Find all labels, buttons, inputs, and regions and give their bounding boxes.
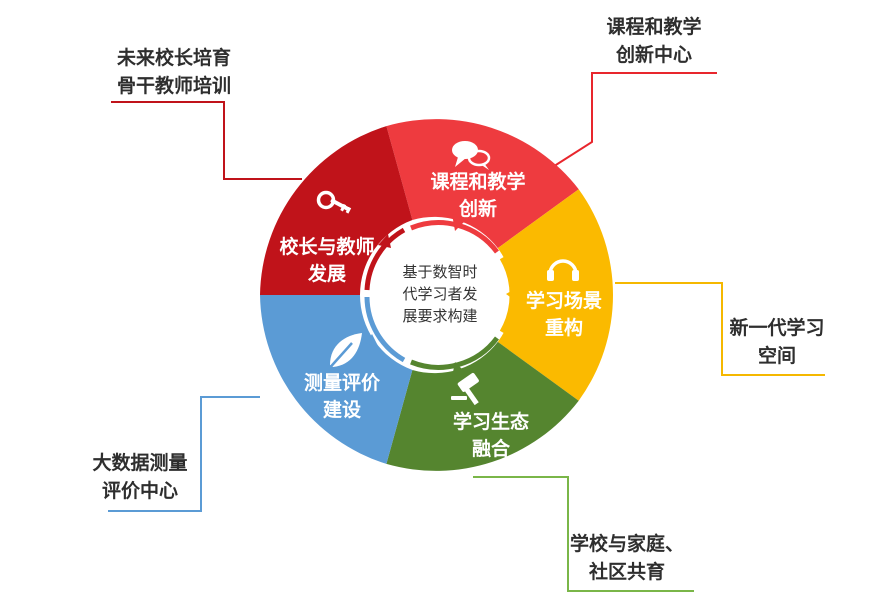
callout-lines <box>108 72 825 592</box>
segment-icons <box>316 141 579 406</box>
leaf-icon <box>325 333 362 373</box>
ring-arrow-evaluation <box>366 334 379 348</box>
segment-label-ecology-2: 融合 <box>472 437 511 460</box>
callout-line-ecology <box>473 476 694 592</box>
callout-evaluation-1: 大数据测量 <box>92 451 187 474</box>
callout-course-2: 创新中心 <box>615 43 692 66</box>
callout-labels: 课程和教学 创新中心 新一代学习 空间 学校与家庭、 社区共育 大数据测量 评价… <box>92 15 824 583</box>
callout-principal-2: 骨干教师培训 <box>117 74 231 97</box>
segment-principal <box>260 126 413 295</box>
segment-label-evaluation-1: 测量评价 <box>304 372 381 394</box>
speech-bubble-icon <box>452 141 491 170</box>
segment-label-course-2: 创新 <box>458 197 497 220</box>
center-line-1: 基于数智时 <box>402 263 477 281</box>
callout-ecology-2: 社区共育 <box>588 560 665 583</box>
segment-label-evaluation-2: 建设 <box>323 398 361 421</box>
callout-line-space <box>615 282 825 376</box>
gavel-icon <box>451 372 479 406</box>
ring-arrow-course <box>452 214 466 231</box>
segment-labels: 课程和教学 创新 学习场景 重构 学习生态 融合 测量评价 建设 校长与教师 发… <box>279 170 602 460</box>
center-line-2: 代学习者发 <box>402 285 477 303</box>
inner-ring-arc-evaluation <box>364 296 406 363</box>
segment-label-principal-2: 发展 <box>307 262 346 285</box>
ring-arrow-space <box>506 287 518 302</box>
inner-ring-arc-ecology <box>410 336 500 370</box>
segment-evaluation <box>260 295 413 464</box>
segment-label-space-2: 重构 <box>545 316 583 339</box>
center-line-3: 展要求构建 <box>402 307 477 325</box>
segment-label-principal-1: 校长与教师 <box>279 235 374 258</box>
headphones-icon <box>547 259 579 281</box>
inner-ring <box>364 214 518 377</box>
callout-line-course <box>547 72 717 171</box>
key-icon <box>316 190 352 214</box>
donut-ring <box>260 119 614 471</box>
segment-label-ecology-1: 学习生态 <box>453 410 529 433</box>
ring-arrow-ecology <box>452 362 466 377</box>
center-text: 基于数智时 代学习者发 展要求构建 <box>402 263 477 325</box>
inner-ring-arc-principal <box>364 227 406 291</box>
segment-label-course-1: 课程和教学 <box>430 170 525 193</box>
callout-principal-1: 未来校长培育 <box>116 46 231 69</box>
callout-space-1: 新一代学习 <box>729 316 824 339</box>
callout-evaluation-2: 评价中心 <box>102 479 178 502</box>
callout-course-1: 课程和教学 <box>606 15 701 38</box>
callout-line-evaluation <box>108 396 260 512</box>
ring-arrow-principal <box>378 234 391 248</box>
callout-line-principal <box>111 101 302 180</box>
callout-ecology-1: 学校与家庭、 <box>570 532 684 555</box>
callout-space-2: 空间 <box>758 344 796 367</box>
segment-course <box>386 119 579 249</box>
segment-space <box>497 189 614 401</box>
segment-ecology <box>386 341 579 471</box>
segment-label-space-1: 学习场景 <box>526 289 602 312</box>
